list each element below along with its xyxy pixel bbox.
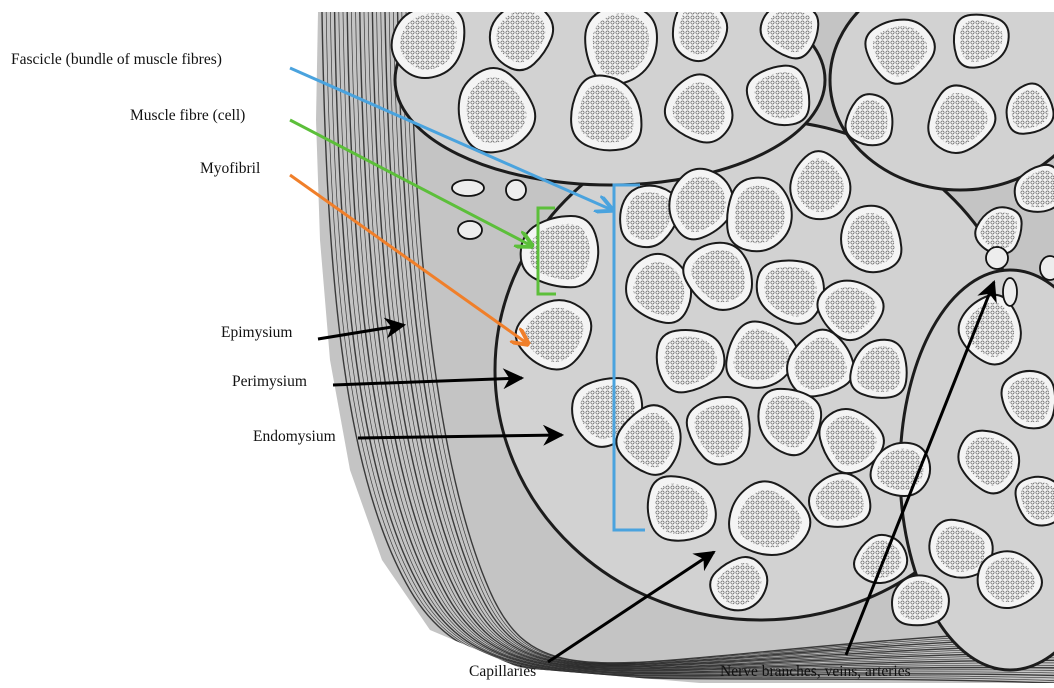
blood-vessel (452, 180, 484, 196)
blood-vessel (1040, 256, 1054, 280)
label-nerve-branches: Nerve branches, veins, arteries (720, 663, 911, 681)
muscle-body (300, 0, 1054, 683)
blood-vessel (1003, 278, 1017, 306)
label-fascicle: Fascicle (bundle of muscle fibres) (11, 51, 222, 69)
label-myofibril: Myofibril (200, 160, 260, 178)
label-epimysium: Epimysium (221, 324, 292, 342)
blood-vessel (506, 180, 526, 200)
label-capillaries: Capillaries (469, 663, 536, 681)
label-perimysium: Perimysium (232, 373, 307, 391)
label-endomysium: Endomysium (253, 428, 336, 446)
blood-vessel (986, 247, 1008, 269)
label-muscle-fibre: Muscle fibre (cell) (130, 107, 245, 125)
blood-vessel (458, 221, 482, 239)
